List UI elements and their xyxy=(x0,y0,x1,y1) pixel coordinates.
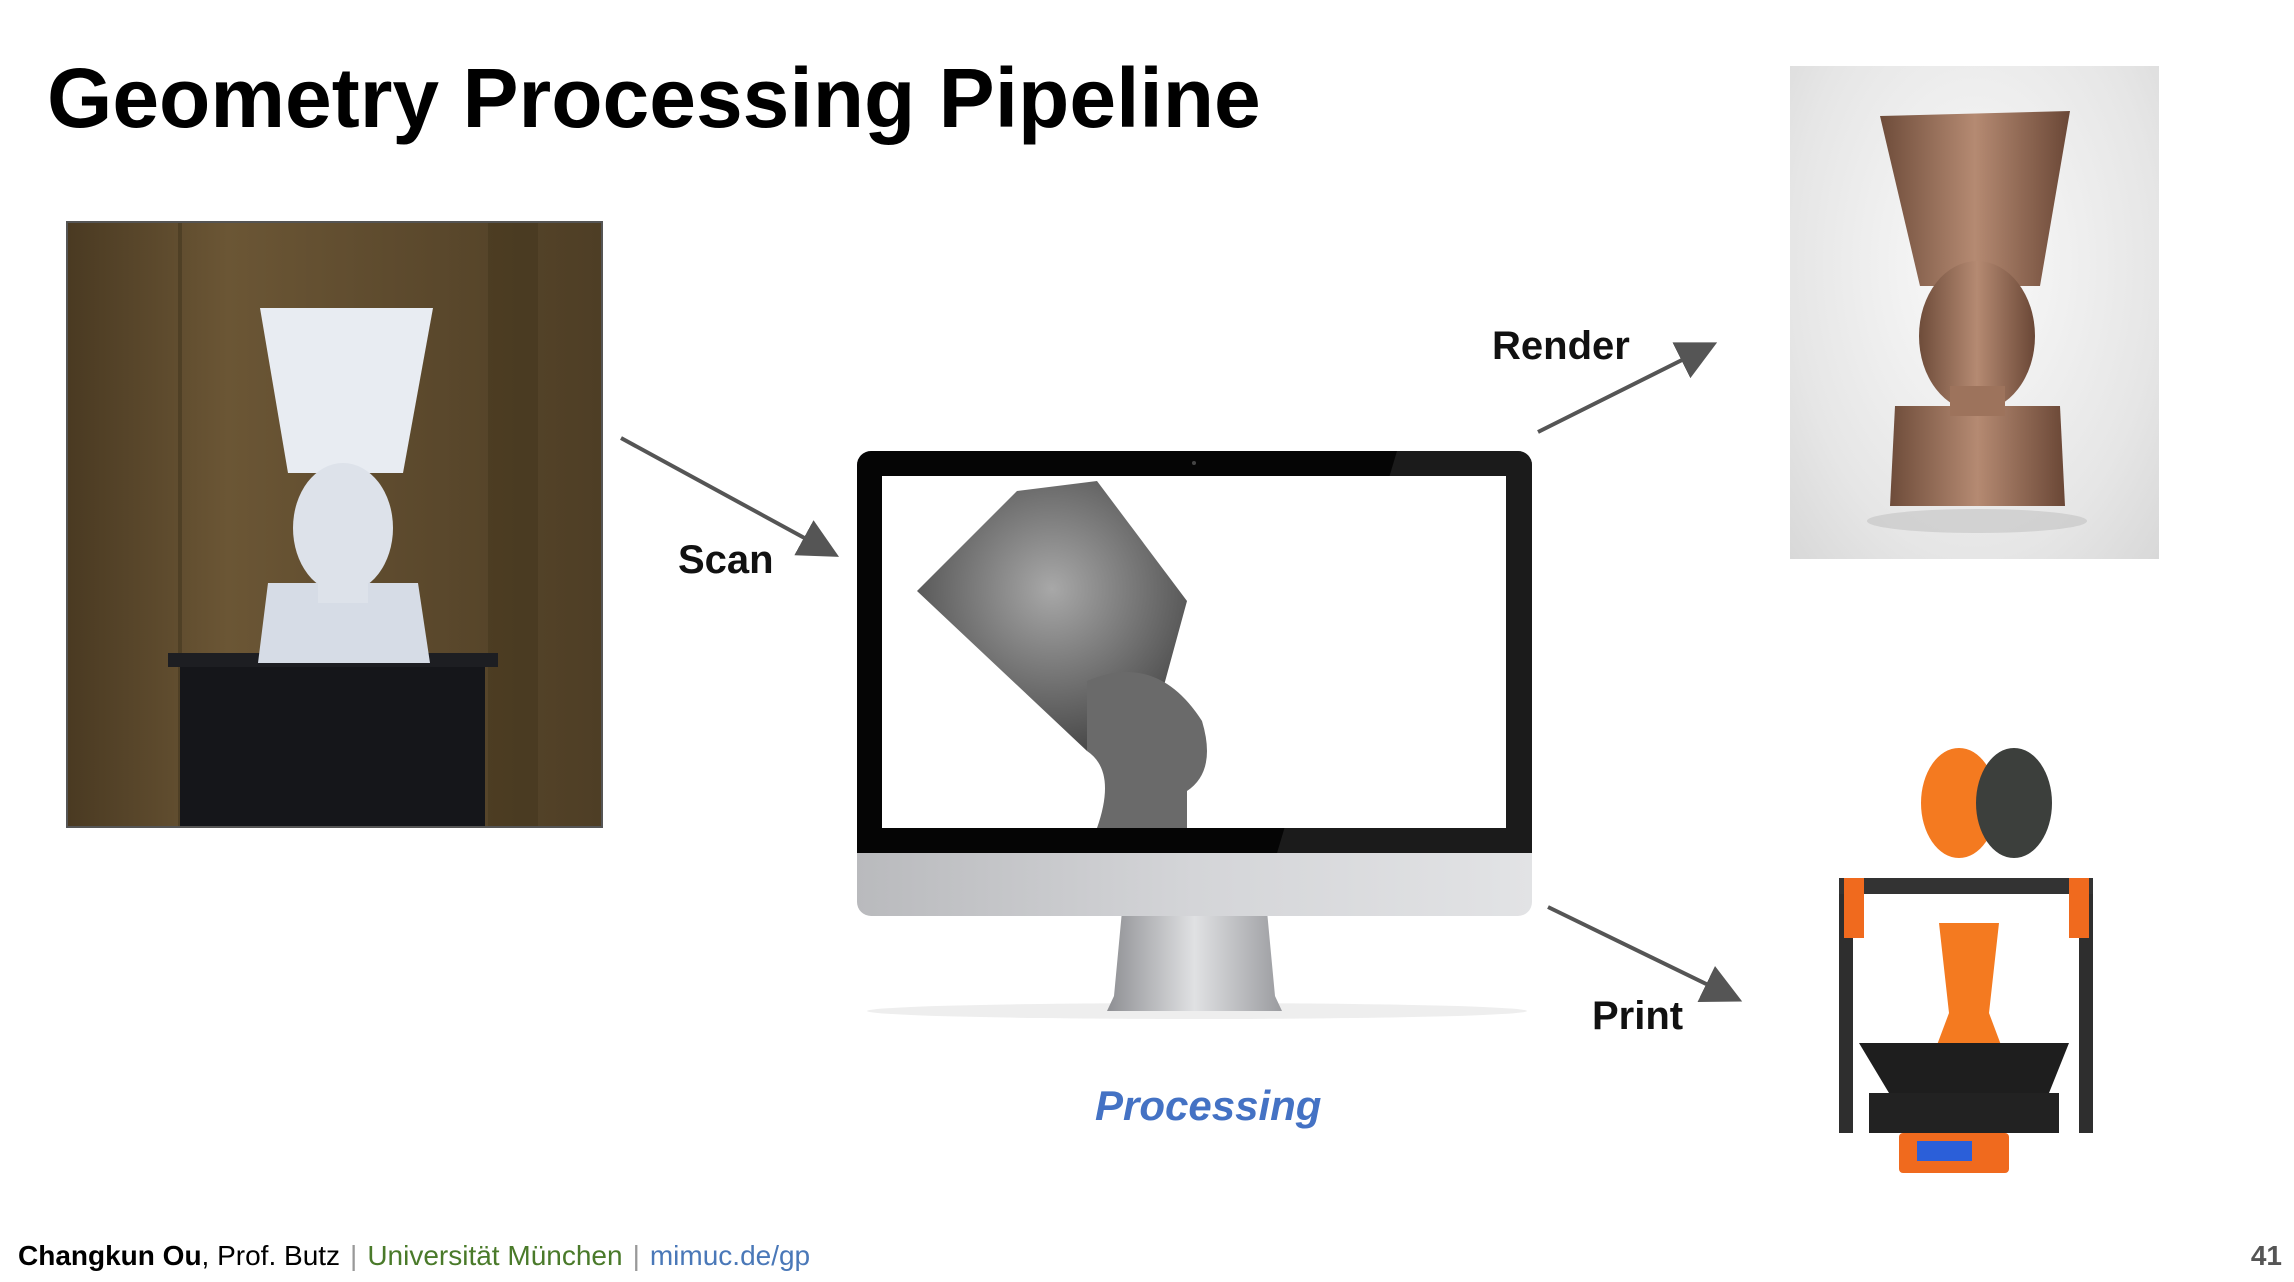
footer: Changkun Ou, Prof. Butz | Universität Münc… xyxy=(18,1240,810,1272)
render-arrow xyxy=(1537,342,1718,434)
footer-coauthor: Prof. Butz xyxy=(217,1240,341,1271)
footer-url-link[interactable]: mimuc.de/gp xyxy=(649,1240,811,1271)
print-arrow xyxy=(1547,905,1743,1002)
computer-monitor xyxy=(857,451,1532,1022)
footer-university: Universität München xyxy=(367,1240,623,1271)
bust-photo xyxy=(66,221,603,828)
footer-author: Changkun Ou xyxy=(18,1240,202,1271)
rendered-bust-image xyxy=(1790,66,2159,559)
scan-label: Scan xyxy=(678,538,774,582)
monitor-illustration xyxy=(857,451,1532,1019)
page-number: 41 xyxy=(2250,1240,2282,1271)
scan-arrow xyxy=(620,436,840,557)
rendered-bust-illustration xyxy=(1867,111,2087,533)
slide-title: Geometry Processing Pipeline xyxy=(47,51,1261,145)
3d-printer-illustration xyxy=(1839,748,2093,1173)
3d-printer-image xyxy=(1809,743,2125,1184)
processing-label: Processing xyxy=(1095,1082,1322,1129)
bust-photo-illustration xyxy=(168,223,538,826)
print-label: Print xyxy=(1592,994,1684,1038)
render-label: Render xyxy=(1492,324,1630,368)
footer-comma: , xyxy=(201,1240,218,1271)
footer-separator: | xyxy=(350,1240,358,1271)
footer-separator: | xyxy=(632,1240,640,1271)
